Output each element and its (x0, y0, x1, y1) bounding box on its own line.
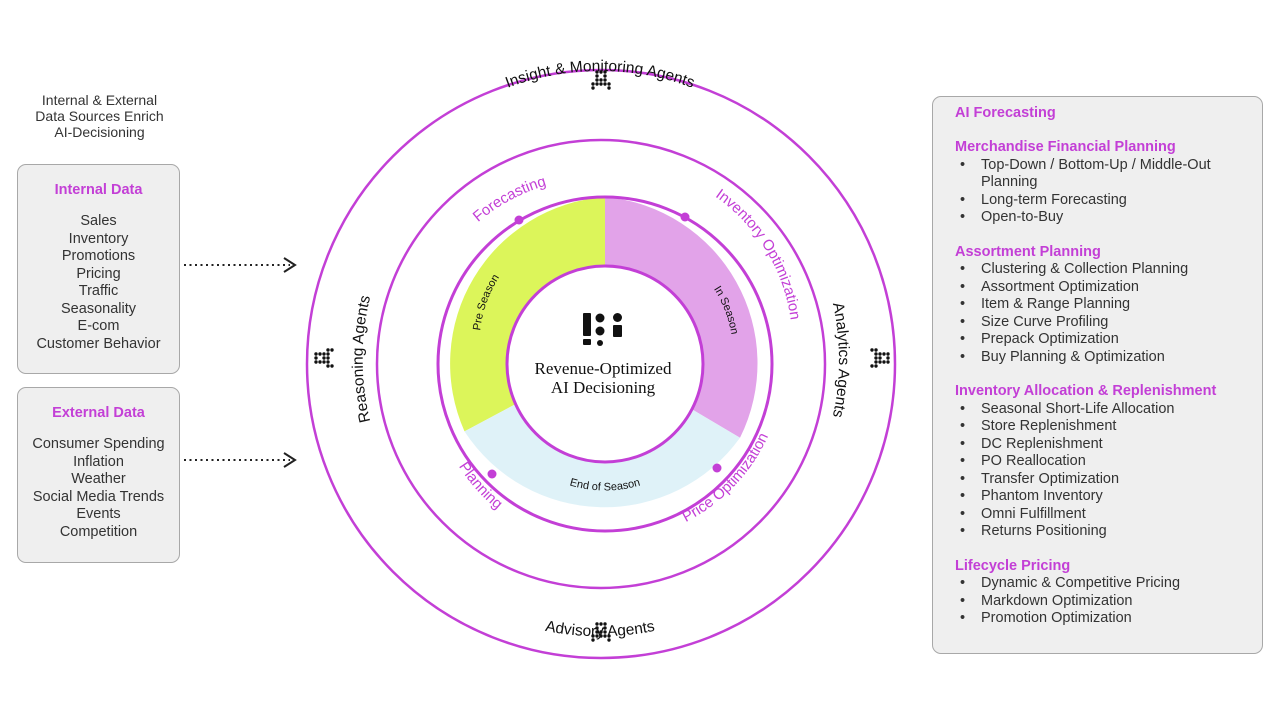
list-item: Returns Positioning (960, 523, 1252, 541)
list-item: Item & Range Planning (960, 296, 1252, 314)
internal-data-item: Pricing (76, 265, 121, 282)
inventory-marker (680, 212, 690, 222)
advisory-agents-label: Advisory Agents (544, 618, 656, 640)
list-item: Markdown Optimization (960, 593, 1252, 611)
list-item: Promotion Optimization (960, 610, 1252, 628)
list-item: DC Replenishment (960, 436, 1252, 454)
internal-data-item: Customer Behavior (36, 335, 161, 352)
list-item: Omni Fulfillment (960, 506, 1252, 524)
middle-ring (375, 138, 827, 590)
list-item: PO Reallocation (960, 453, 1252, 471)
internal-data-item: Inventory (68, 230, 129, 247)
list-item: Top-Down / Bottom-Up / Middle-Out Planni… (960, 157, 1252, 192)
outer-agents-ring (305, 68, 897, 660)
list-item: Long-term Forecasting (960, 192, 1252, 210)
price-marker (712, 463, 722, 473)
analytics-agents-label: Analytics Agents (829, 301, 852, 419)
external-data-arrow (184, 452, 297, 468)
panel-section: Inventory Allocation & Replenishment Sea… (955, 383, 1252, 541)
list-item: Buy Planning & Optimization (960, 349, 1252, 367)
center-title-line2: AI Decisioning (551, 378, 656, 397)
list-item: Transfer Optimization (960, 471, 1252, 489)
internal-data-item: Sales (80, 213, 117, 229)
panel-section: Lifecycle Pricing Dynamic & Competitive … (955, 558, 1252, 628)
list-item: Size Curve Profiling (960, 314, 1252, 332)
section-title: Assortment Planning (955, 243, 1101, 260)
external-data-item: Weather (71, 471, 126, 487)
insight-monitoring-agents-label: Insight & Monitoring Agents (503, 58, 697, 92)
list-item: Clustering & Collection Planning (960, 261, 1252, 279)
list-item: Dynamic & Competitive Pricing (960, 575, 1252, 593)
season-outer-ring (436, 195, 774, 533)
planning-marker (487, 469, 497, 479)
section-title: Lifecycle Pricing (955, 557, 1071, 574)
intro-line: AI-Decisioning (54, 124, 145, 140)
list-item: Prepack Optimization (960, 331, 1252, 349)
external-data-box: External Data Consumer Spending Inflatio… (17, 387, 180, 563)
external-data-title: External Data (52, 405, 145, 421)
list-item: Open-to-Buy (960, 209, 1252, 227)
brand-logo-icon (583, 313, 622, 346)
reasoning-agents-label: Reasoning Agents (350, 293, 375, 424)
list-item: Assortment Optimization (960, 279, 1252, 297)
center-title-line1: Revenue-Optimized (535, 359, 672, 378)
section-title: Merchandise Financial Planning (955, 139, 1176, 155)
agent-left-icon (314, 348, 334, 368)
intro-line: Data Sources Enrich (35, 108, 164, 124)
internal-data-arrow (184, 257, 297, 273)
panel-section: Assortment Planning Clustering & Collect… (955, 244, 1252, 367)
panel-title: AI Forecasting (955, 105, 1056, 121)
intro-text: Internal & External Data Sources Enrich … (22, 92, 177, 140)
list-item: Seasonal Short-Life Allocation (960, 401, 1252, 419)
forecasting-marker (514, 215, 524, 225)
agent-right-icon (870, 348, 890, 368)
section-title: Inventory Allocation & Replenishment (955, 383, 1217, 399)
internal-data-box: Internal Data Sales Inventory Promotions… (17, 164, 180, 374)
internal-data-item: Promotions (61, 248, 136, 264)
in-season-segment (605, 197, 758, 438)
panel-section: Merchandise Financial Planning Top-Down … (955, 139, 1252, 227)
internal-data-item: Seasonality (61, 300, 136, 317)
pre-season-segment (450, 197, 605, 432)
internal-data-item: E-com (77, 318, 120, 334)
intro-line: Internal & External (41, 92, 158, 108)
external-data-item: Inflation (73, 453, 124, 470)
external-data-item: Social Media Trends (32, 488, 165, 505)
list-item: Store Replenishment (960, 418, 1252, 436)
internal-data-title: Internal Data (54, 182, 143, 198)
center-circle (505, 264, 705, 464)
internal-data-item: Traffic (78, 283, 119, 299)
ai-forecasting-panel: AI Forecasting Merchandise Financial Pla… (932, 96, 1263, 654)
end-of-season-label: End of Season (569, 477, 642, 494)
external-data-item: Consumer Spending (32, 436, 165, 452)
external-data-item: Events (76, 506, 121, 522)
list-item: Phantom Inventory (960, 488, 1252, 506)
external-data-item: Competition (59, 523, 138, 540)
